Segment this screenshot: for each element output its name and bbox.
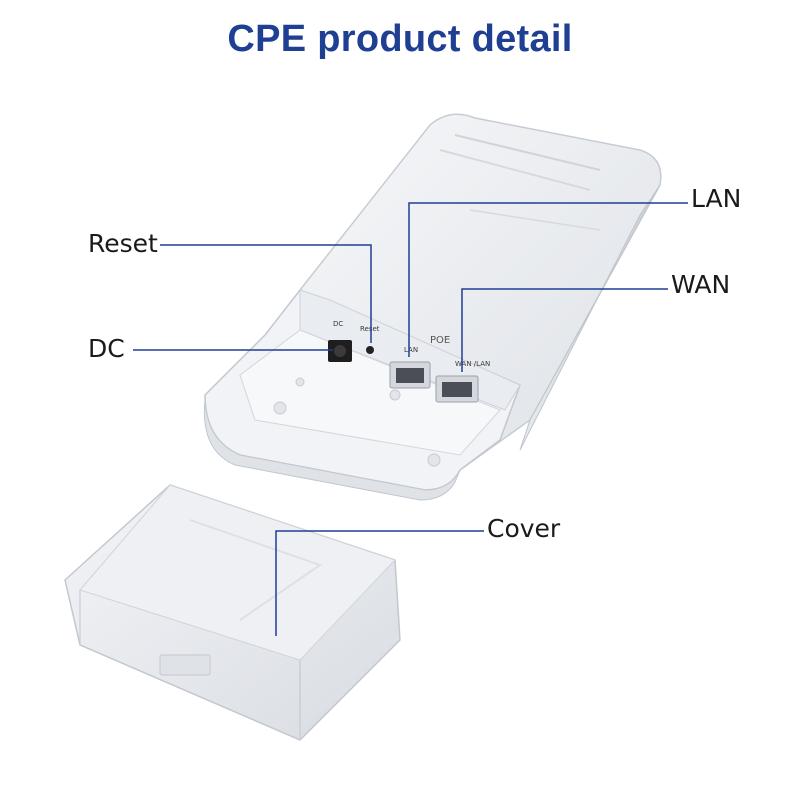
reset-leader xyxy=(160,244,372,343)
marking-reset: Reset xyxy=(360,325,380,333)
cpe-cover xyxy=(64,484,401,741)
marking-dc: DC xyxy=(333,320,343,328)
lan-leader xyxy=(408,202,688,357)
callout-wan: WAN xyxy=(671,270,731,299)
callout-reset: Reset xyxy=(88,229,158,258)
wan-leader xyxy=(461,288,668,372)
leader-lines xyxy=(133,202,688,636)
callout-cover: Cover xyxy=(487,514,561,543)
marking-poe: POE xyxy=(430,335,450,346)
page-title: CPE product detail xyxy=(227,18,573,60)
marking-lan: LAN xyxy=(404,346,418,354)
callout-lan: LAN xyxy=(691,184,742,213)
cpe-device: DC Reset POE LAN WAN /LAN xyxy=(203,113,662,501)
cover-leader xyxy=(275,530,484,636)
callout-dc: DC xyxy=(88,334,125,363)
marking-wan-lan: WAN /LAN xyxy=(455,360,490,368)
reset-hole xyxy=(366,346,374,354)
